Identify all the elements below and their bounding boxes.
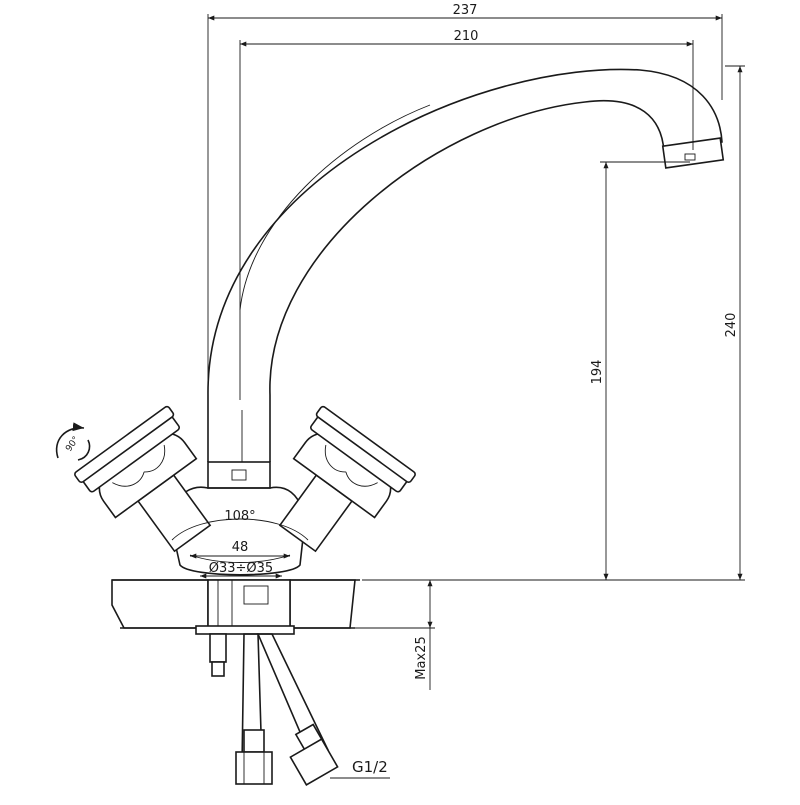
left-hose-nut bbox=[235, 751, 273, 785]
right-handle bbox=[278, 405, 416, 553]
right-hose-nut bbox=[289, 738, 339, 786]
mounting-shank bbox=[195, 579, 295, 677]
rotation-label: 90° bbox=[64, 435, 81, 454]
height-dimensions bbox=[362, 65, 745, 581]
left-hose-fitting bbox=[243, 729, 265, 753]
thread-label: G1/2 bbox=[352, 758, 388, 776]
counter-thickness-label: Max25 bbox=[414, 636, 429, 679]
overall-reach-label: 237 bbox=[453, 3, 478, 18]
rotation-indicator: 90° bbox=[55, 422, 91, 461]
spout-height-label: 194 bbox=[590, 360, 605, 385]
spout-reach-label: 210 bbox=[454, 29, 479, 44]
spout bbox=[207, 68, 725, 462]
flex-hoses bbox=[235, 633, 339, 786]
base-width-label: 48 bbox=[232, 540, 249, 555]
total-height-label: 240 bbox=[724, 313, 739, 338]
mount-hole-label: Ø33÷Ø35 bbox=[209, 561, 273, 576]
spout-collar bbox=[207, 461, 271, 489]
reach-dimensions bbox=[207, 14, 723, 460]
left-handle bbox=[74, 405, 212, 553]
counter-thickness-dimension bbox=[355, 580, 435, 690]
aerator bbox=[661, 137, 725, 169]
handle-angle-label: 108° bbox=[224, 509, 255, 524]
angle-arc bbox=[171, 518, 309, 541]
